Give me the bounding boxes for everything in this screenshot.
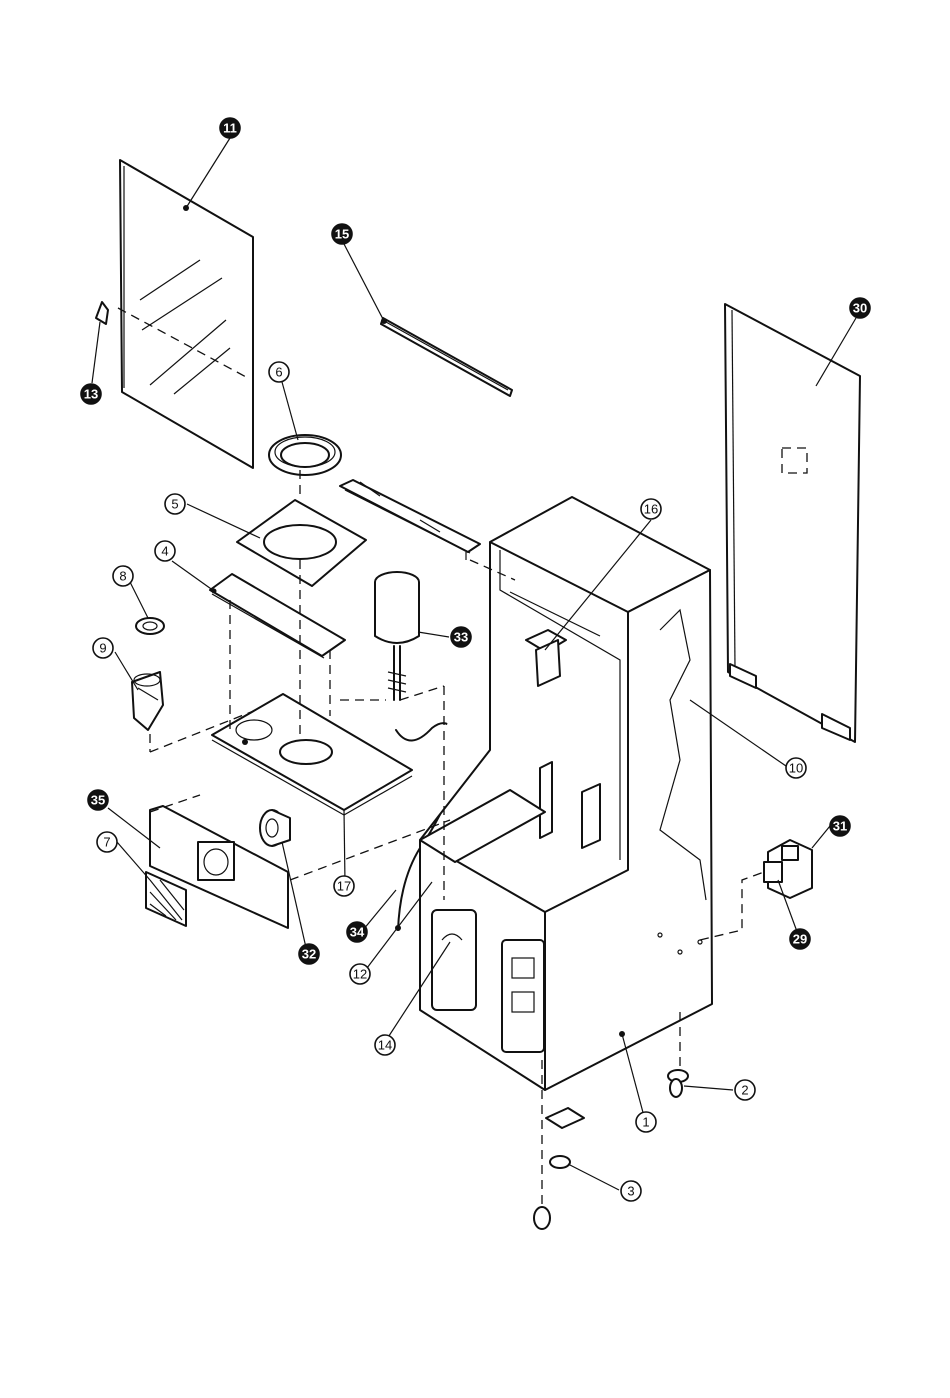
callout-34: 34	[347, 922, 367, 942]
svg-text:15: 15	[335, 227, 349, 242]
callout-9: 9	[93, 638, 113, 658]
callout-7: 7	[97, 832, 117, 852]
svg-text:12: 12	[353, 967, 367, 982]
callout-33: 33	[451, 627, 471, 647]
marquee-bracket-part	[340, 480, 480, 560]
control-panel-plate-part	[212, 694, 412, 815]
svg-text:29: 29	[793, 932, 807, 947]
svg-text:35: 35	[91, 793, 105, 808]
svg-text:30: 30	[853, 301, 867, 316]
coin-ring-part	[136, 618, 164, 634]
svg-text:13: 13	[84, 387, 98, 402]
callout-35: 35	[88, 790, 108, 810]
transformer-part	[764, 840, 812, 898]
svg-text:33: 33	[454, 630, 468, 645]
callout-4: 4	[155, 541, 175, 561]
glass-clip-part	[96, 302, 108, 324]
svg-text:5: 5	[171, 497, 178, 512]
svg-text:7: 7	[103, 835, 110, 850]
svg-text:11: 11	[223, 121, 237, 136]
callout-32: 32	[299, 944, 319, 964]
callout-1: 1	[636, 1112, 656, 1132]
callout-17: 17	[334, 876, 354, 896]
callout-2: 2	[735, 1080, 755, 1100]
svg-text:10: 10	[789, 761, 803, 776]
callout-13: 13	[81, 384, 101, 404]
svg-text:32: 32	[302, 947, 316, 962]
speaker-part	[260, 810, 290, 846]
callout-31: 31	[830, 816, 850, 836]
callout-15: 15	[332, 224, 352, 244]
callout-5: 5	[165, 494, 185, 514]
callout-3: 3	[621, 1181, 641, 1201]
caster-part	[668, 1070, 688, 1097]
rear-door-part	[725, 304, 860, 742]
svg-text:34: 34	[350, 925, 365, 940]
callout-11: 11	[220, 118, 240, 138]
callout-30: 30	[850, 298, 870, 318]
callout-29: 29	[790, 929, 810, 949]
svg-text:14: 14	[378, 1038, 392, 1053]
coin-mech-part	[132, 672, 163, 730]
svg-text:4: 4	[161, 544, 168, 559]
svg-text:8: 8	[119, 569, 126, 584]
top-strip-part	[381, 318, 512, 396]
callout-12: 12	[350, 964, 370, 984]
speaker-ring-part	[269, 435, 341, 475]
svg-text:3: 3	[627, 1184, 634, 1199]
svg-text:1: 1	[642, 1115, 649, 1130]
callout-6: 6	[269, 362, 289, 382]
svg-text:17: 17	[337, 879, 351, 894]
svg-text:2: 2	[741, 1083, 748, 1098]
joystick-part	[375, 572, 419, 700]
glass-panel-part	[118, 160, 253, 468]
svg-text:16: 16	[644, 502, 658, 517]
svg-text:6: 6	[275, 365, 282, 380]
speaker-plate-part	[237, 500, 366, 586]
callout-14: 14	[375, 1035, 395, 1055]
callout-10: 10	[786, 758, 806, 778]
svg-text:9: 9	[99, 641, 106, 656]
callout-8: 8	[113, 566, 133, 586]
main-cabinet-part	[420, 497, 712, 1090]
svg-text:31: 31	[833, 819, 847, 834]
callout-16: 16	[641, 499, 661, 519]
